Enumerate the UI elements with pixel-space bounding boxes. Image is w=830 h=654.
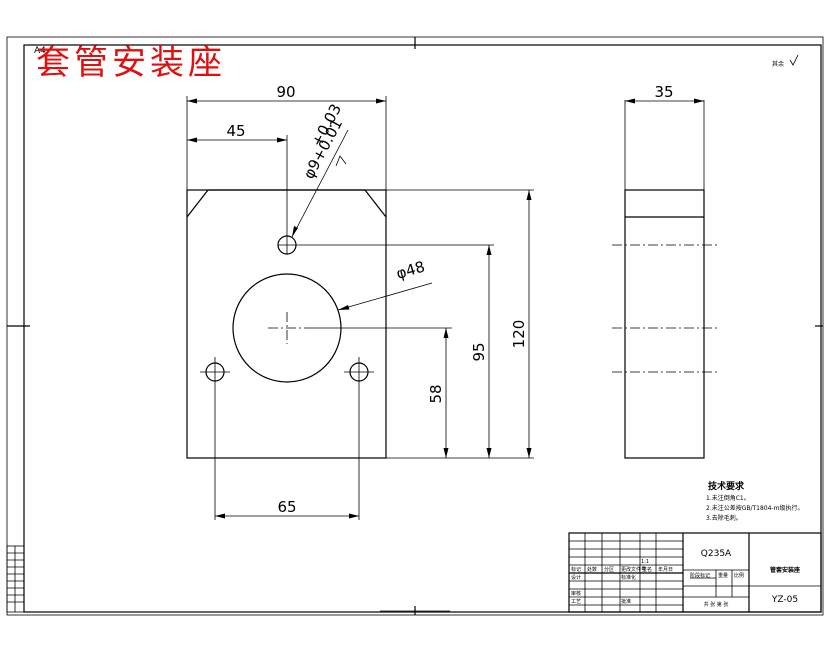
- dim-95-text: 95: [470, 342, 488, 361]
- tb-label-signature: 签名: [642, 566, 652, 573]
- side-view: 35: [612, 83, 720, 459]
- tb-label-date: 年月日: [658, 566, 673, 573]
- tb-label-process: 工艺: [571, 599, 581, 605]
- tb-label-weight: 重量: [718, 572, 728, 579]
- drawing-title-stamp: 套管安装座: [36, 43, 226, 83]
- title-block: 标记 处数 分区 更改文件号 签名 年月日 设计 标准化 审核 工艺 批准 1:…: [568, 532, 822, 613]
- left-strip-frame: [6, 545, 25, 613]
- leader-large-bore: [337, 282, 433, 311]
- dim-58-text: 58: [427, 384, 445, 403]
- dim-arrows-45: [187, 137, 287, 143]
- sheet-size-label: A4: [34, 46, 46, 56]
- tb-scale-value: 1:1: [641, 559, 649, 565]
- front-view-outline: [186, 189, 387, 459]
- notes-line-2: 2.未注公差按GB/T1804-m级执行。: [706, 504, 803, 512]
- tb-label-count: 处数: [587, 566, 597, 573]
- notes-heading: 技术要求: [708, 480, 745, 492]
- tb-label-sheets: 共 张 第 张: [704, 601, 729, 608]
- left-edge-revision-strip: [6, 545, 25, 613]
- tb-label-checker: 审核: [571, 590, 581, 597]
- technical-requirements: 技术要求 1.未注倒角C1。 2.未注公差按GB/T1804-m级执行。 3.去…: [706, 480, 803, 522]
- tb-part-name: 管套安装座: [770, 566, 800, 574]
- roughness-symbol-icon: [789, 54, 799, 66]
- tb-label-approve: 批准: [621, 598, 631, 605]
- tb-label-designer: 设计: [571, 574, 581, 581]
- chamfer-right: [364, 189, 387, 218]
- roughness-note: 其余: [772, 60, 784, 68]
- leader-arrow-small-hole: [292, 226, 298, 237]
- tb-material: Q235A: [701, 549, 732, 559]
- front-view: 90 45 +0.03 φ9+0.01 φ48 120 95 58 65: [186, 83, 534, 520]
- leader-arrow-large-bore: [338, 305, 350, 310]
- dim-90-text: 90: [276, 83, 295, 101]
- tolerance-roughness-icon: [335, 155, 347, 167]
- dim-45-text: 45: [226, 122, 245, 140]
- inner-frame: [23, 44, 822, 613]
- chamfer-left: [186, 189, 209, 218]
- tb-label-scale: 比例: [734, 572, 744, 579]
- tb-label-zone: 分区: [604, 566, 614, 573]
- tb-label-mark: 标记: [571, 566, 581, 573]
- leader-small-hole: [291, 129, 349, 238]
- dim-phi48-text: φ48: [394, 258, 427, 283]
- tb-label-standardization: 标准化: [621, 574, 636, 581]
- tb-label-stage-mark: 阶段标记: [690, 572, 710, 579]
- dim-120-text: 120: [510, 320, 528, 349]
- tb-label-change-doc: 更改文件号: [621, 566, 646, 573]
- dim-65-text: 65: [277, 498, 296, 516]
- tb-drawing-number: YZ-05: [771, 595, 798, 605]
- side-view-outline: [624, 189, 705, 459]
- notes-line-1: 1.未注倒角C1。: [706, 494, 750, 502]
- notes-line-3: 3.去除毛刺。: [706, 514, 742, 522]
- outer-frame: [6, 36, 824, 616]
- dim-35-text: 35: [654, 83, 673, 101]
